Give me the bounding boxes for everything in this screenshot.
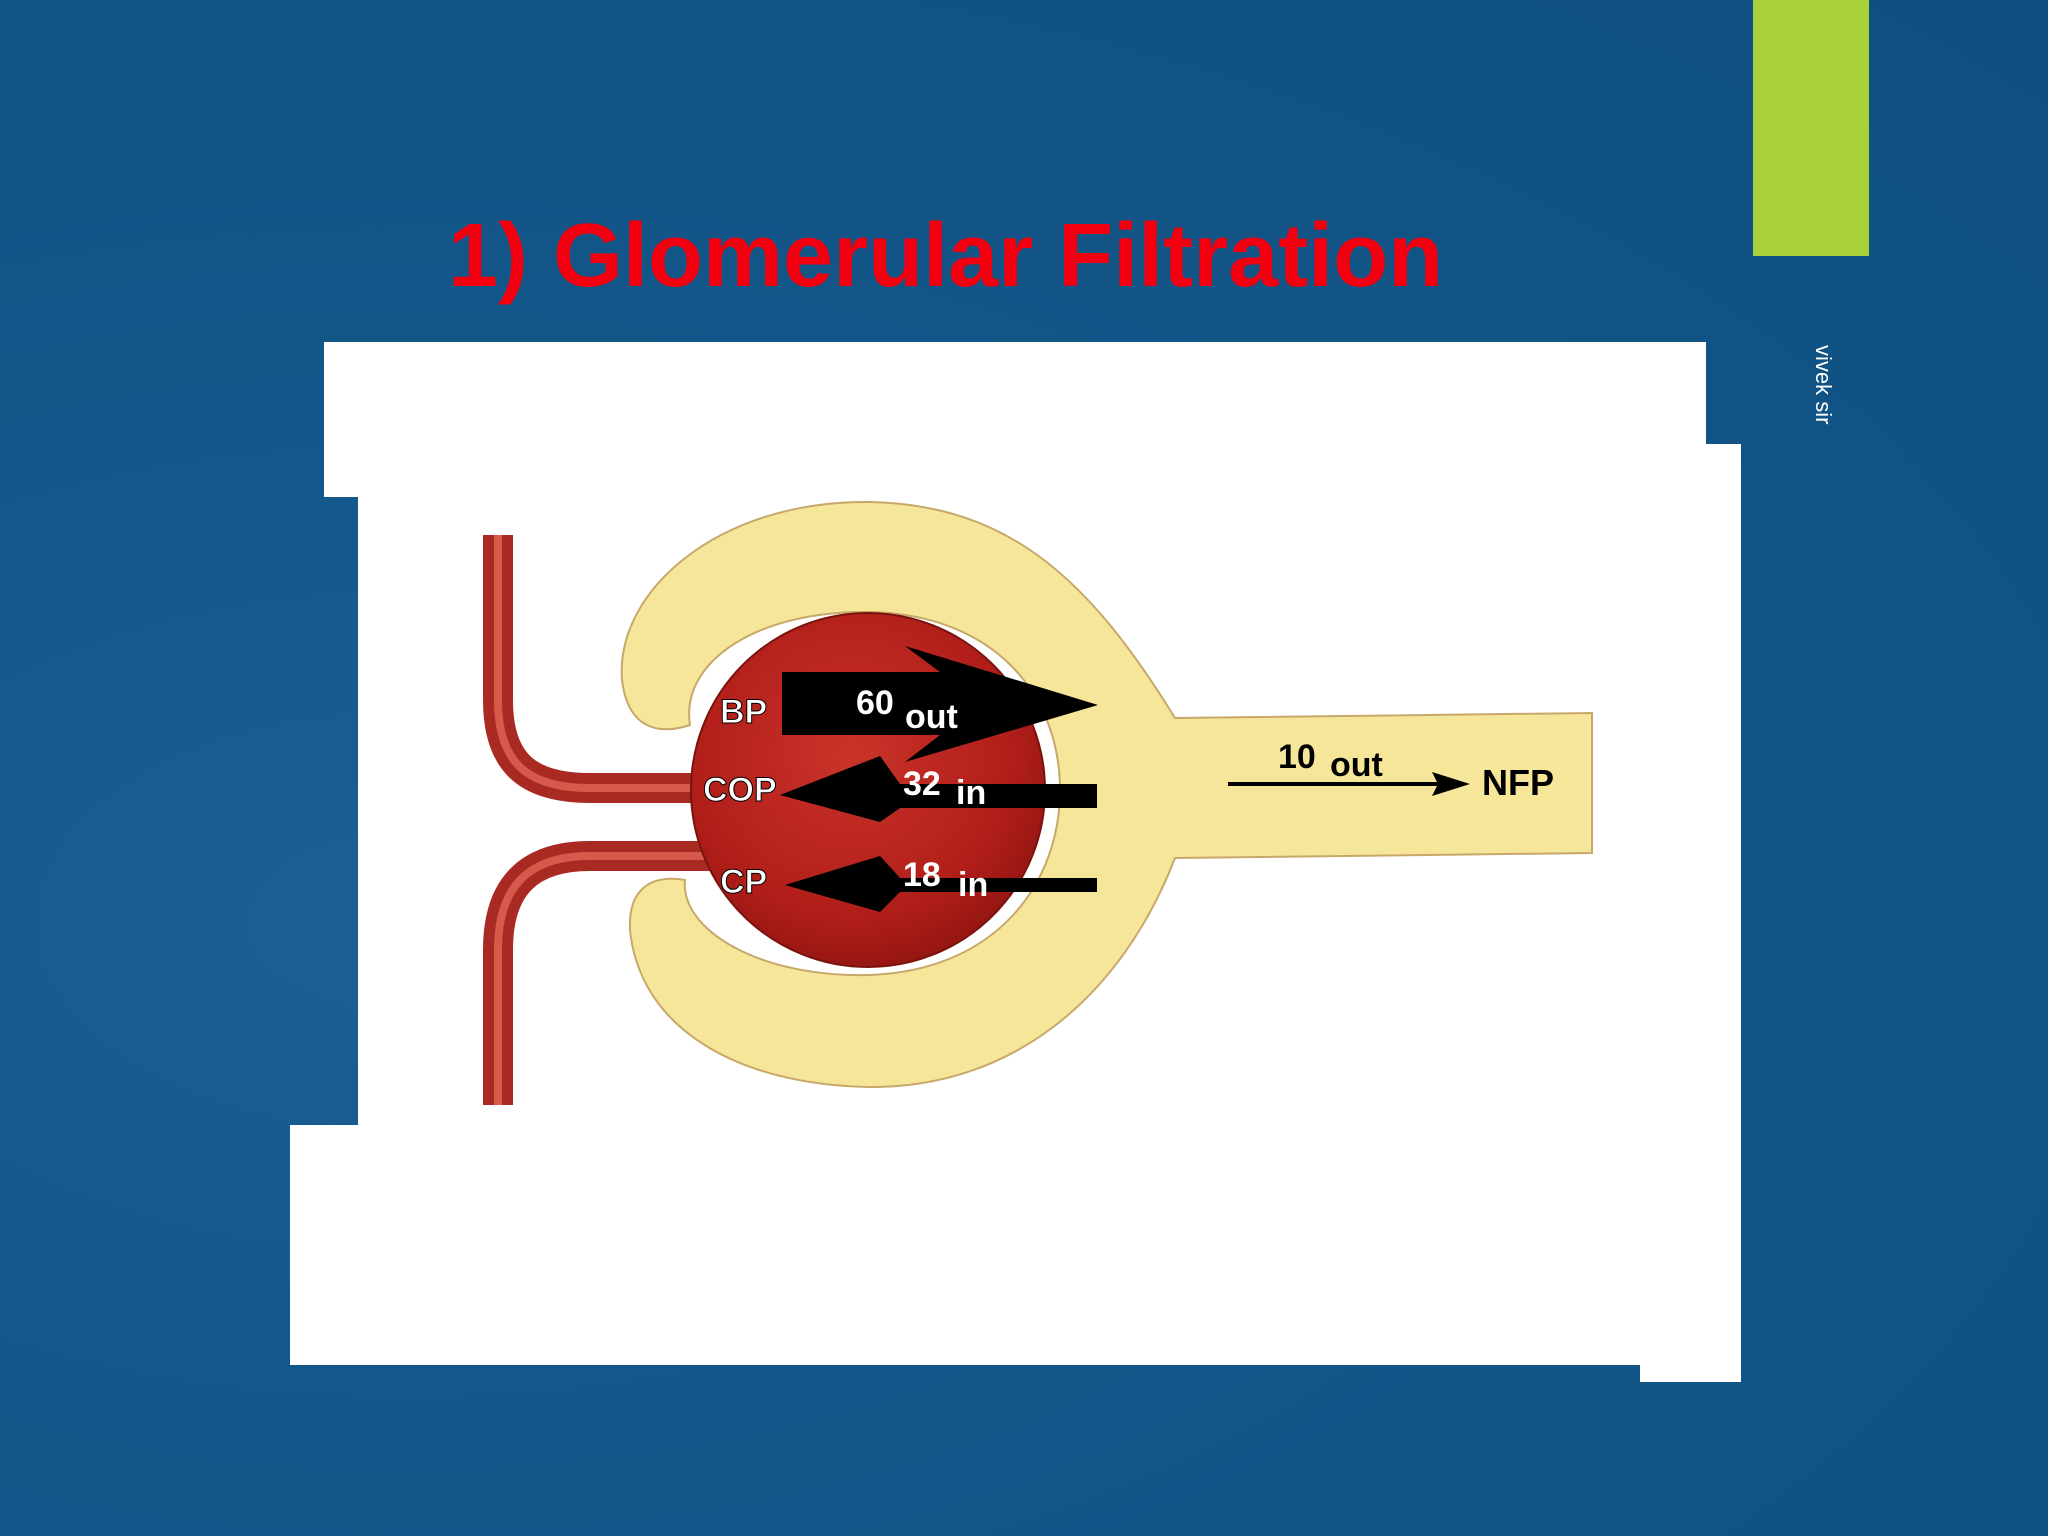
bp-arrow	[782, 646, 1098, 762]
cp-label: CP	[720, 863, 767, 901]
image-panel-corner	[1640, 1360, 1741, 1382]
nfp-arrowhead	[1432, 772, 1470, 796]
cp-arrow	[785, 856, 1097, 912]
nfp-value: 10	[1278, 738, 1316, 776]
author-label: vivek sir	[1811, 345, 1836, 425]
cop-label: COP	[703, 771, 777, 809]
nfp-direction: out	[1330, 746, 1383, 784]
bp-label: BP	[720, 693, 767, 731]
bp-value: 60	[856, 684, 894, 722]
nfp-label: NFP	[1482, 762, 1554, 803]
bp-direction: out	[905, 698, 958, 736]
cop-arrow	[780, 756, 1097, 822]
cop-value: 32	[903, 765, 941, 803]
cp-direction: in	[958, 866, 988, 904]
slide-title: 1) Glomerular Filtration	[448, 206, 1444, 306]
accent-bar	[1753, 0, 1869, 256]
cop-direction: in	[956, 774, 986, 812]
image-panel-bottom	[290, 1125, 1741, 1365]
cp-value: 18	[903, 856, 941, 894]
